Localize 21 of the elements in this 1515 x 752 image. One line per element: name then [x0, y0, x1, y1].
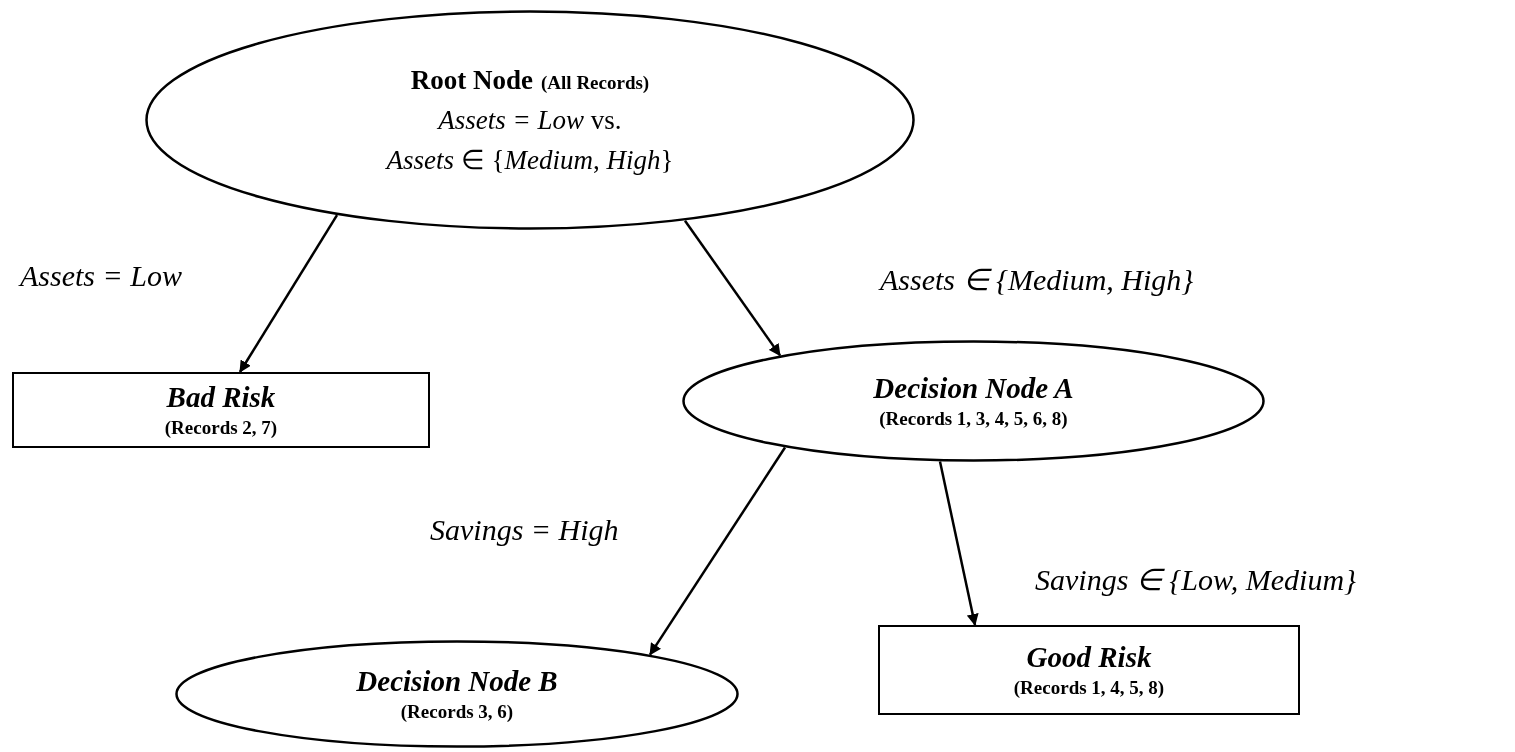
arrow — [938, 461, 979, 626]
node-title: Bad Risk — [166, 380, 276, 415]
leaf-box — [12, 372, 430, 448]
node-title: Decision Node A — [873, 371, 1074, 406]
leaf-box — [878, 625, 1300, 715]
node-title: Root Node — [410, 63, 534, 97]
node-title: Good Risk — [1026, 640, 1152, 675]
arrow — [683, 219, 782, 357]
arrow — [238, 214, 339, 373]
node-title: Decision Node B — [356, 664, 558, 699]
split-condition: Assets ∈ {Medium, High} — [386, 144, 674, 178]
record-list: (Records 1, 4, 5, 8) — [1013, 675, 1165, 701]
decision-ellipse — [175, 640, 739, 748]
node-subtitle: (All Records) — [541, 70, 650, 95]
arrow — [648, 446, 787, 656]
decision-ellipse — [145, 10, 915, 230]
record-list: (Records 3, 6) — [400, 699, 514, 725]
record-list: (Records 1, 3, 4, 5, 6, 8) — [879, 406, 1068, 432]
split-condition: Assets = Low vs. — [438, 104, 622, 138]
record-list: (Records 2, 7) — [164, 415, 278, 441]
decision-ellipse — [682, 340, 1265, 462]
